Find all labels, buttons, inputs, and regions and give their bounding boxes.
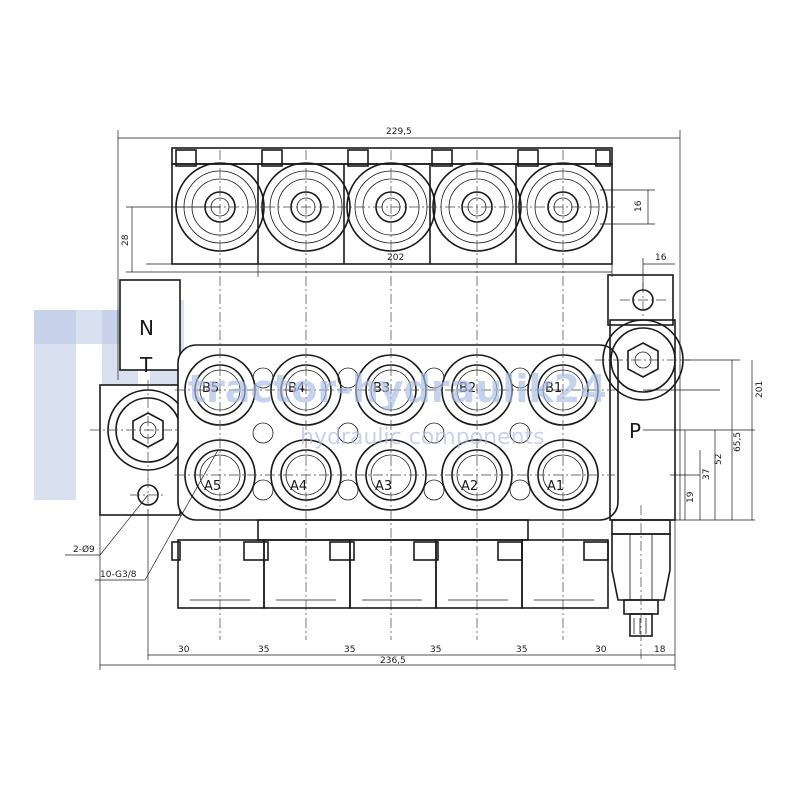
dim-bottom-35c: 35 xyxy=(430,645,441,655)
label-b5: B5 xyxy=(202,381,219,396)
label-n: N xyxy=(139,316,154,340)
label-b1: B1 xyxy=(545,381,562,396)
callout-port-thread: 10-G3/8 xyxy=(100,570,137,580)
label-b2: B2 xyxy=(459,381,476,396)
dim-right-19: 19 xyxy=(686,491,696,503)
dim-bottom-35a: 35 xyxy=(258,645,269,655)
dim-top-right: 16 xyxy=(634,200,644,212)
dim-right-37: 37 xyxy=(702,469,712,480)
callout-leaders xyxy=(65,449,219,581)
spool-centerlines xyxy=(175,150,615,640)
bottom-housings xyxy=(171,519,609,609)
label-b3: B3 xyxy=(373,381,390,396)
label-a1: A1 xyxy=(547,479,564,494)
dim-bottom-30a: 30 xyxy=(178,645,190,655)
dim-overall-bottom: 236,5 xyxy=(380,656,406,666)
dimension-lines xyxy=(99,130,755,670)
watermark-line2: hydraulic components xyxy=(300,425,545,450)
dim-bottom-30b: 30 xyxy=(595,645,607,655)
dim-left-height: 28 xyxy=(121,234,131,246)
dim-ports-span: 202 xyxy=(387,253,404,263)
left-mount-block xyxy=(90,279,205,516)
dim-bottom-18: 18 xyxy=(654,645,666,655)
callout-mount-holes: 2-Ø9 xyxy=(73,544,95,555)
inter-port-circles xyxy=(252,367,531,501)
label-t: T xyxy=(139,353,153,377)
dim-right-65: 65,5 xyxy=(733,432,743,452)
dim-right-52: 52 xyxy=(714,454,724,465)
label-a3: A3 xyxy=(375,479,392,494)
label-p: P xyxy=(629,419,641,443)
top-caps xyxy=(171,147,613,265)
dim-bottom-35d: 35 xyxy=(516,645,527,655)
label-b4: B4 xyxy=(288,381,305,396)
dim-right-16: 16 xyxy=(655,253,667,263)
relief-valve xyxy=(611,505,671,660)
watermark-line1: tractor-hydraulik24 xyxy=(188,367,607,411)
label-a4: A4 xyxy=(290,479,307,494)
label-a2: A2 xyxy=(461,479,478,494)
dim-overall-top: 229,5 xyxy=(386,127,412,137)
dim-bottom-35b: 35 xyxy=(344,645,355,655)
label-a5: A5 xyxy=(204,479,221,494)
dim-right-201: 201 xyxy=(755,381,765,398)
